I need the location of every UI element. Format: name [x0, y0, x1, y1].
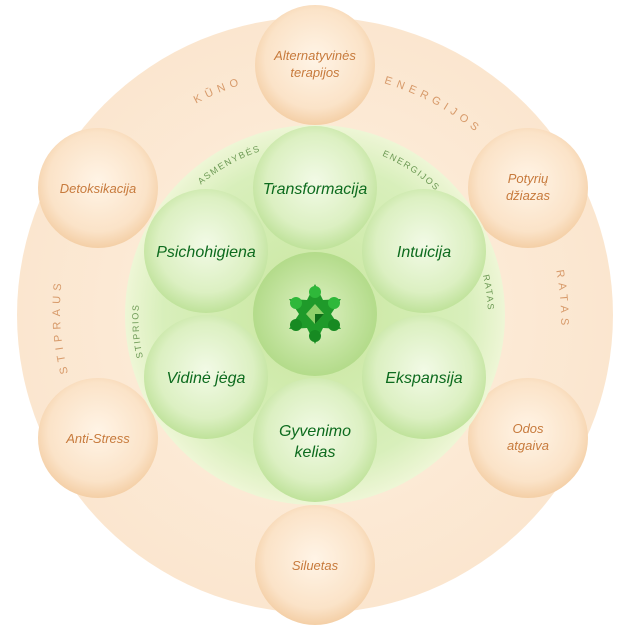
- svg-text:Anti-Stress: Anti-Stress: [65, 431, 130, 446]
- outer-circle-anti-stress[interactable]: Anti-Stress: [38, 378, 158, 498]
- svg-text:Intuicija: Intuicija: [397, 244, 451, 261]
- inner-arc-stiprios: STIPRIOS: [130, 303, 145, 359]
- svg-text:kelias: kelias: [295, 444, 336, 461]
- svg-text:Siluetas: Siluetas: [292, 558, 339, 573]
- center-circle[interactable]: [253, 252, 377, 376]
- svg-text:atgaiva: atgaiva: [507, 438, 549, 453]
- svg-text:Alternatyvinės: Alternatyvinės: [273, 48, 356, 63]
- svg-text:Detoksikacija: Detoksikacija: [60, 181, 137, 196]
- svg-text:Odos: Odos: [512, 421, 544, 436]
- outer-circle-odos-atgaiva[interactable]: Odos atgaiva: [468, 378, 588, 498]
- svg-text:Gyvenimo: Gyvenimo: [279, 423, 351, 440]
- outer-circle-potyriu-dziazas[interactable]: Potyrių džiazas: [468, 128, 588, 248]
- svg-text:Vidinė jėga: Vidinė jėga: [167, 370, 246, 387]
- svg-text:Potyrių: Potyrių: [508, 171, 548, 186]
- svg-text:Transformacija: Transformacija: [263, 181, 368, 198]
- svg-text:Ekspansija: Ekspansija: [385, 370, 462, 387]
- svg-text:Psichohigiena: Psichohigiena: [156, 244, 256, 261]
- inner-circle-intuicija[interactable]: Intuicija: [362, 189, 486, 313]
- svg-text:džiazas: džiazas: [506, 188, 551, 203]
- outer-circle-detoksikacija[interactable]: Detoksikacija: [38, 128, 158, 248]
- svg-text:terapijos: terapijos: [290, 65, 340, 80]
- inner-circle-vidine-jega[interactable]: Vidinė jėga: [144, 315, 268, 439]
- green-star-icon: [289, 284, 341, 344]
- inner-circle-transformacija[interactable]: Transformacija: [253, 126, 377, 250]
- inner-circle-psichohigiena[interactable]: Psichohigiena: [144, 189, 268, 313]
- inner-circle-ekspansija[interactable]: Ekspansija: [362, 315, 486, 439]
- outer-arc-ratas: RATAS: [553, 269, 570, 331]
- outer-circle-siluetas[interactable]: Siluetas: [255, 505, 375, 625]
- inner-circle-gyvenimo-kelias[interactable]: Gyvenimo kelias: [253, 378, 377, 502]
- outer-circle-alternatyvines[interactable]: Alternatyvinės terapijos: [255, 5, 375, 125]
